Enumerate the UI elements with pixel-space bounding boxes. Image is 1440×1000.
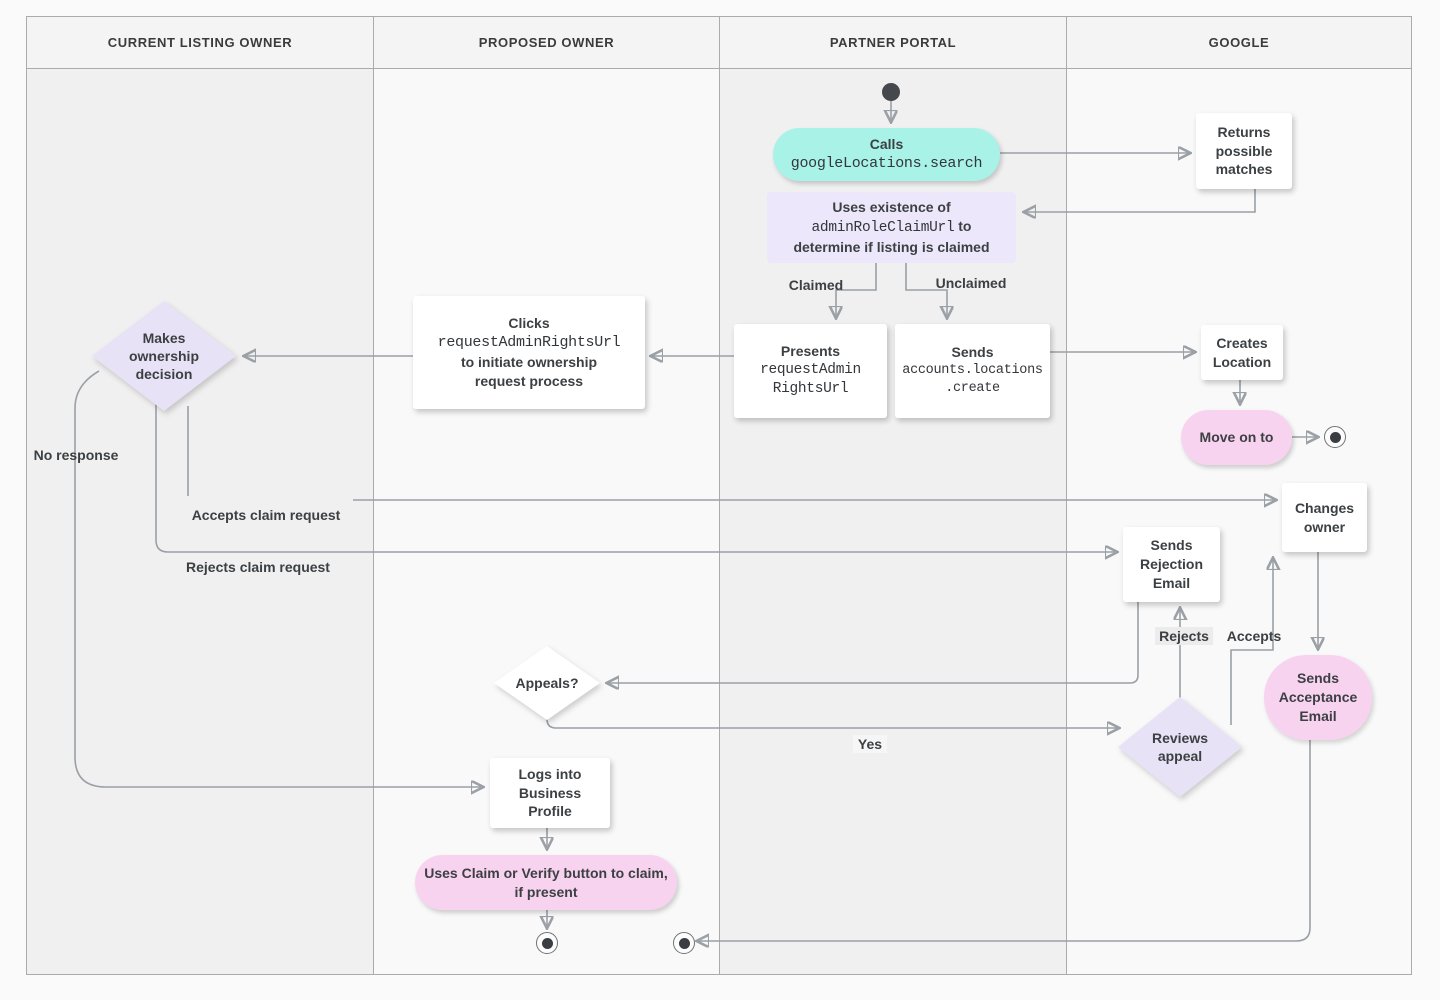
edge-label-claimed: Claimed: [788, 277, 844, 293]
swimlane-proposed-owner: PROPOSED OWNER: [373, 16, 719, 975]
start-node: [882, 83, 900, 101]
node-title: Presents: [780, 342, 841, 359]
node-text: Creates Location: [1212, 334, 1272, 370]
node-line1: Uses existence of: [832, 198, 951, 215]
edge-acceptance-to-end: [698, 740, 1311, 941]
node-makes-ownership-decision: Makes ownership decision: [92, 301, 236, 411]
node-clicks-requestadminrightsurl: Clicks requestAdminRightsUrl to initiate…: [413, 296, 645, 409]
node-returns-possible-matches: Returns possible matches: [1196, 113, 1292, 189]
node-creates-location: Creates Location: [1201, 325, 1283, 380]
node-uses-claim-or-verify-button: Uses Claim or Verify button to claim, if…: [415, 855, 677, 910]
node-logs-into-business-profile: Logs into Business Profile: [490, 758, 610, 828]
node-code-line2: RightsUrl: [772, 381, 849, 398]
end-node-google: [1324, 426, 1346, 448]
end-node-dot: [678, 937, 690, 949]
node-line3: to initiate ownership: [460, 354, 598, 371]
node-line2-suffix: to: [954, 217, 972, 234]
end-node-dot: [1329, 431, 1341, 443]
diamond-shape: [1118, 697, 1242, 797]
diamond-shape: [494, 646, 600, 720]
edge-label-yes: Yes: [852, 735, 888, 753]
node-reviews-appeal: Reviews appeal: [1118, 697, 1242, 797]
swimlane-partner-portal: PARTNER PORTAL: [719, 16, 1066, 975]
node-sends-rejection-email: Sends Rejection Email: [1123, 527, 1220, 602]
node-text: Sends Acceptance Email: [1278, 670, 1358, 724]
node-text: Move on to: [1199, 429, 1274, 446]
node-text: Changes owner: [1294, 499, 1355, 535]
swimlane-current-listing-owner: CURRENT LISTING OWNER: [26, 16, 373, 975]
node-sends-accounts-locations-create: Sends accounts.locations .create: [895, 324, 1050, 418]
end-node-partner-portal: [673, 932, 695, 954]
node-sends-acceptance-email: Sends Acceptance Email: [1264, 655, 1372, 740]
edge-appeals-yes-to-reviews: [546, 718, 1118, 728]
node-presents-requestadminrightsurl: Presents requestAdmin RightsUrl: [734, 324, 887, 418]
edge-rejection-to-appeals: [608, 601, 1139, 683]
node-code: googleLocations.search: [790, 154, 983, 172]
node-text: Reviews appeal: [1151, 729, 1209, 764]
edge-label-unclaimed: Unclaimed: [935, 275, 1007, 291]
edge-label-accepts: Accepts: [1226, 628, 1282, 644]
node-appeals-question: Appeals?: [494, 646, 600, 720]
lane-header-google: GOOGLE: [1067, 17, 1411, 69]
end-node-proposed-owner: [536, 932, 558, 954]
edge-noresponse-to-logs: [74, 370, 482, 787]
node-text: Uses Claim or Verify button to claim, if…: [424, 864, 668, 900]
edge-claimed-branch: [836, 263, 877, 317]
end-node-dot: [541, 937, 553, 949]
lane-header-current-listing-owner: CURRENT LISTING OWNER: [27, 17, 373, 69]
node-text: Logs into Business Profile: [518, 765, 582, 820]
node-code: adminRoleClaimUrl: [811, 219, 955, 236]
lane-header-partner-portal: PARTNER PORTAL: [720, 17, 1066, 69]
node-line3: determine if listing is claimed: [793, 239, 990, 256]
node-calls-googlelocations-search: Calls googleLocations.search: [773, 128, 1000, 181]
node-text: Returns possible matches: [1215, 123, 1273, 178]
node-code-line2: .create: [945, 381, 1000, 397]
edge-rejects-to-rejectionemail: [155, 400, 1116, 552]
edge-review-accepts-up: [1230, 559, 1273, 725]
edge-label-no-response: No response: [33, 447, 119, 464]
edge-returns-to-uses: [1025, 189, 1256, 212]
node-changes-owner: Changes owner: [1282, 483, 1367, 552]
edge-label-rejects: Rejects: [1155, 627, 1213, 645]
node-line2: adminRoleClaimUrl to: [812, 217, 972, 239]
node-text: Makes ownership decision: [128, 329, 199, 383]
lane-header-proposed-owner: PROPOSED OWNER: [374, 17, 719, 69]
node-text: Sends Rejection Email: [1139, 537, 1203, 591]
node-title: Calls: [869, 135, 904, 152]
edge-label-rejects-claim-request: Rejects claim request: [186, 559, 330, 575]
node-title: Sends: [951, 344, 994, 361]
node-line4: request process: [474, 373, 584, 390]
diamond-shape: [92, 301, 236, 411]
node-text: Appeals?: [515, 674, 579, 691]
node-code: requestAdminRightsUrl: [437, 333, 621, 351]
node-code-line1: requestAdmin: [760, 361, 861, 378]
node-move-on-to: Move on to: [1181, 410, 1292, 465]
node-code-line1: accounts.locations: [902, 363, 1043, 379]
node-title: Clicks: [508, 315, 550, 332]
node-uses-existence-adminroleclaimurl: Uses existence of adminRoleClaimUrl to d…: [767, 192, 1016, 263]
edge-label-accepts-claim-request: Accepts claim request: [191, 507, 341, 523]
edge-unclaimed-branch: [905, 263, 947, 317]
